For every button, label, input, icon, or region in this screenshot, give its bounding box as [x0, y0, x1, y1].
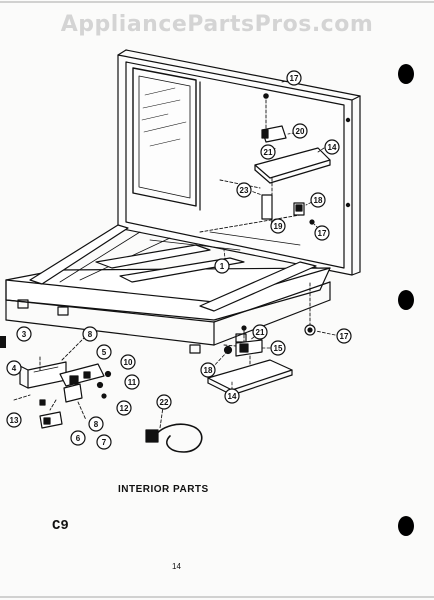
callout-10-label: 10	[124, 358, 133, 367]
binder-hole-top	[398, 64, 414, 84]
callout-3-label: 3	[22, 330, 27, 339]
callout-14-low: 14	[224, 388, 240, 404]
callout-17-mid-label: 17	[318, 229, 327, 238]
page-number: 14	[172, 562, 181, 571]
callout-1: 1	[214, 258, 230, 274]
callout-15: 15	[270, 340, 286, 356]
callout-7: 7	[96, 434, 112, 450]
callout-5: 5	[96, 344, 112, 360]
callout-11: 11	[124, 374, 140, 390]
rear-frame-panel	[117, 49, 361, 276]
watermark: AppliancePartsPros.com	[60, 12, 374, 37]
callout-13-label: 13	[10, 416, 19, 425]
callout-4-label: 4	[12, 364, 17, 373]
callout-23-label: 23	[240, 186, 249, 195]
binder-hole-middle	[398, 290, 414, 310]
power-cord	[145, 399, 203, 453]
callout-18-low-label: 18	[204, 366, 213, 375]
callout-14-top-label: 14	[328, 143, 337, 152]
callout-21-low-label: 21	[256, 328, 265, 337]
callout-18-low: 18	[200, 362, 216, 378]
callout-8-top: 8	[82, 326, 98, 342]
callout-17-low: 17	[336, 328, 352, 344]
upper-right-parts	[199, 93, 331, 233]
callout-14-low-label: 14	[228, 392, 237, 401]
figure-caption: INTERIOR PARTS	[118, 484, 209, 495]
callout-17-low-label: 17	[340, 332, 349, 341]
callout-17-mid: 17	[314, 225, 330, 241]
callout-12-label: 12	[120, 404, 129, 413]
callout-8-low-label: 8	[94, 420, 99, 429]
callout-14-top: 14	[324, 139, 340, 155]
callout-1-label: 1	[220, 262, 225, 271]
callout-21-low: 21	[252, 324, 268, 340]
callout-21-top-label: 21	[264, 148, 273, 157]
callout-11-label: 11	[128, 378, 137, 387]
callout-22-label: 22	[160, 398, 169, 407]
callout-18-top: 18	[310, 192, 326, 208]
window-glass	[132, 67, 201, 211]
callout-8-low: 8	[88, 416, 104, 432]
callout-3: 3	[16, 326, 32, 342]
base-frame	[5, 224, 331, 354]
callout-15-label: 15	[274, 344, 283, 353]
callout-21-top: 21	[260, 144, 276, 160]
callout-6: 6	[70, 430, 86, 446]
callout-10: 10	[120, 354, 136, 370]
callout-22: 22	[156, 394, 172, 410]
callout-19-label: 19	[274, 222, 283, 231]
callout-13: 13	[6, 412, 22, 428]
section-code: C9	[52, 518, 69, 534]
callout-17-top: 17	[286, 70, 302, 86]
callout-19: 19	[270, 218, 286, 234]
callout-7-label: 7	[102, 438, 107, 447]
callout-8-top-label: 8	[88, 330, 93, 339]
callout-18-top-label: 18	[314, 196, 323, 205]
callout-20: 20	[292, 123, 308, 139]
lower-left-parts	[13, 337, 112, 429]
edge-tab-mark	[0, 336, 6, 348]
callout-4: 4	[6, 360, 22, 376]
lower-right-parts	[207, 282, 316, 396]
callout-17-top-label: 17	[290, 74, 299, 83]
callout-5-label: 5	[102, 348, 107, 357]
callout-12: 12	[116, 400, 132, 416]
binder-hole-bottom	[398, 516, 414, 536]
callout-23: 23	[236, 182, 252, 198]
callout-20-label: 20	[296, 127, 305, 136]
callout-6-label: 6	[76, 434, 81, 443]
